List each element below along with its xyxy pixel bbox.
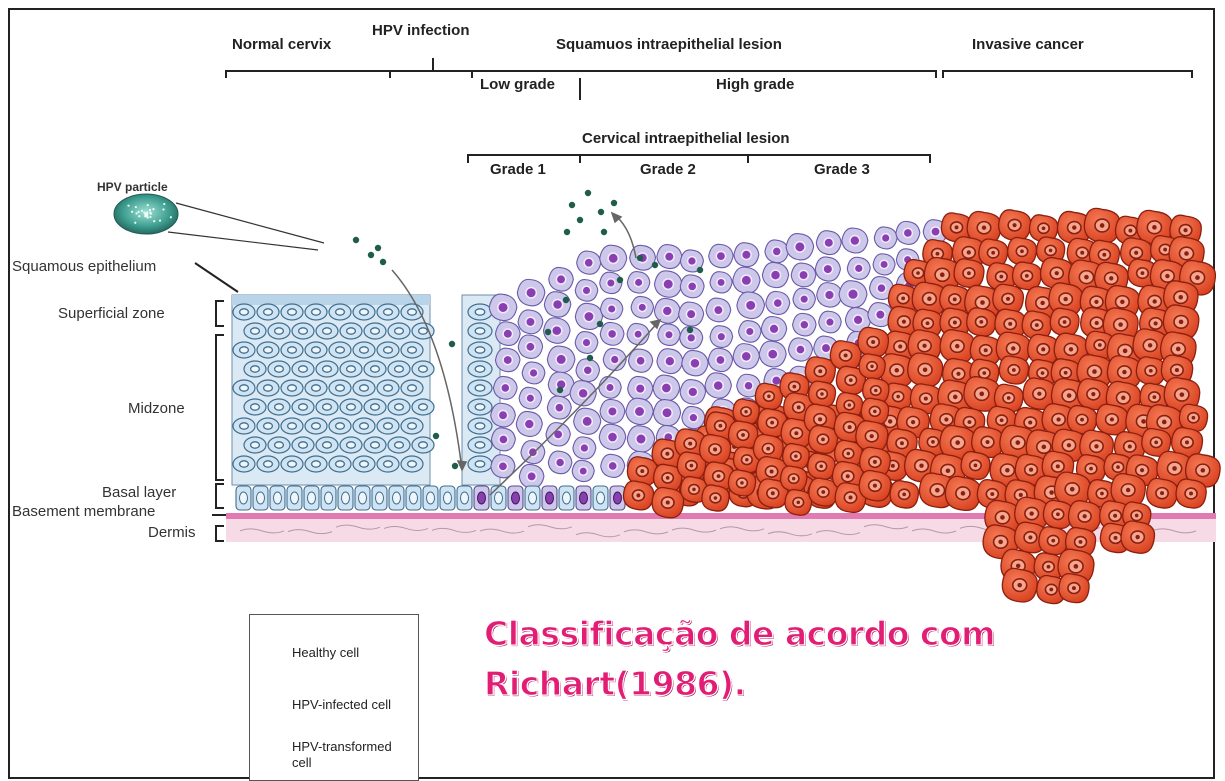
healthy-cells [232, 303, 493, 473]
header-cervical-lesion: Cervical intraepithelial lesion [582, 130, 790, 147]
basement-membrane [226, 513, 1216, 519]
legend-transformed-label: HPV-transformed [292, 739, 392, 754]
virion [544, 328, 552, 336]
header-high-grade: High grade [716, 76, 795, 93]
label-squamous-epithelium: Squamous epithelium [12, 258, 157, 275]
caption-line2: Richart(1986). [483, 663, 746, 703]
virion [610, 199, 618, 207]
header-hpv-infection: HPV infection [372, 22, 470, 39]
virion [651, 261, 659, 269]
transformed-cells [622, 207, 1221, 605]
label-midzone: Midzone [128, 400, 185, 417]
superficial-top [232, 295, 430, 305]
label-basal-layer: Basal layer [102, 484, 177, 501]
virion [352, 236, 360, 244]
virion [586, 354, 594, 362]
legend-healthy-label: Healthy cell [292, 645, 360, 660]
virion [576, 216, 584, 224]
infection-arrows [391, 211, 662, 496]
virion [597, 208, 605, 216]
virion [367, 251, 375, 259]
virion [556, 386, 564, 394]
bracket-cin [467, 154, 931, 163]
stage-brackets [225, 58, 1193, 163]
label-superficial-zone: Superficial zone [58, 305, 165, 322]
header-low-grade: Low grade [480, 76, 556, 93]
virion [379, 258, 387, 266]
virion [568, 201, 576, 209]
virions [352, 189, 704, 470]
bracket-squamous [471, 70, 937, 78]
virion [562, 296, 570, 304]
label-basement-membrane: Basement membrane [12, 503, 156, 520]
virion [596, 320, 604, 328]
virion [686, 326, 694, 334]
hpv-particle-icon [113, 193, 325, 251]
header-invasive-cancer: Invasive cancer [972, 36, 1084, 53]
legend-transformed-label-2: cell [292, 755, 312, 770]
caption-line1: Classificação de acordo com [483, 613, 996, 653]
header-grade1: Grade 1 [490, 161, 546, 178]
legend: Healthy cell HPV-infected cell HPV-trans… [249, 614, 419, 781]
bracket-hpv [389, 58, 473, 78]
virion [696, 266, 704, 274]
virion [448, 340, 456, 348]
header-normal-cervix: Normal cervix [232, 36, 332, 53]
legend-infected-label: HPV-infected cell [292, 697, 391, 712]
virion [584, 189, 592, 197]
virion [600, 228, 608, 236]
basal-cells [235, 485, 626, 511]
virion [616, 276, 624, 284]
virion [636, 254, 644, 262]
infected-cells [488, 219, 950, 489]
label-dermis: Dermis [148, 524, 196, 541]
bracket-invasive [942, 70, 1193, 78]
virion [451, 462, 459, 470]
header-grade2: Grade 2 [640, 161, 696, 178]
virion [563, 228, 571, 236]
label-hpv-particle: HPV particle [97, 180, 168, 194]
bracket-normal [225, 70, 391, 78]
header-grade3: Grade 3 [814, 161, 870, 178]
virion [374, 244, 382, 252]
virion [432, 432, 440, 440]
header-squamous-lesion: Squamuos intraepithelial lesion [556, 36, 782, 53]
